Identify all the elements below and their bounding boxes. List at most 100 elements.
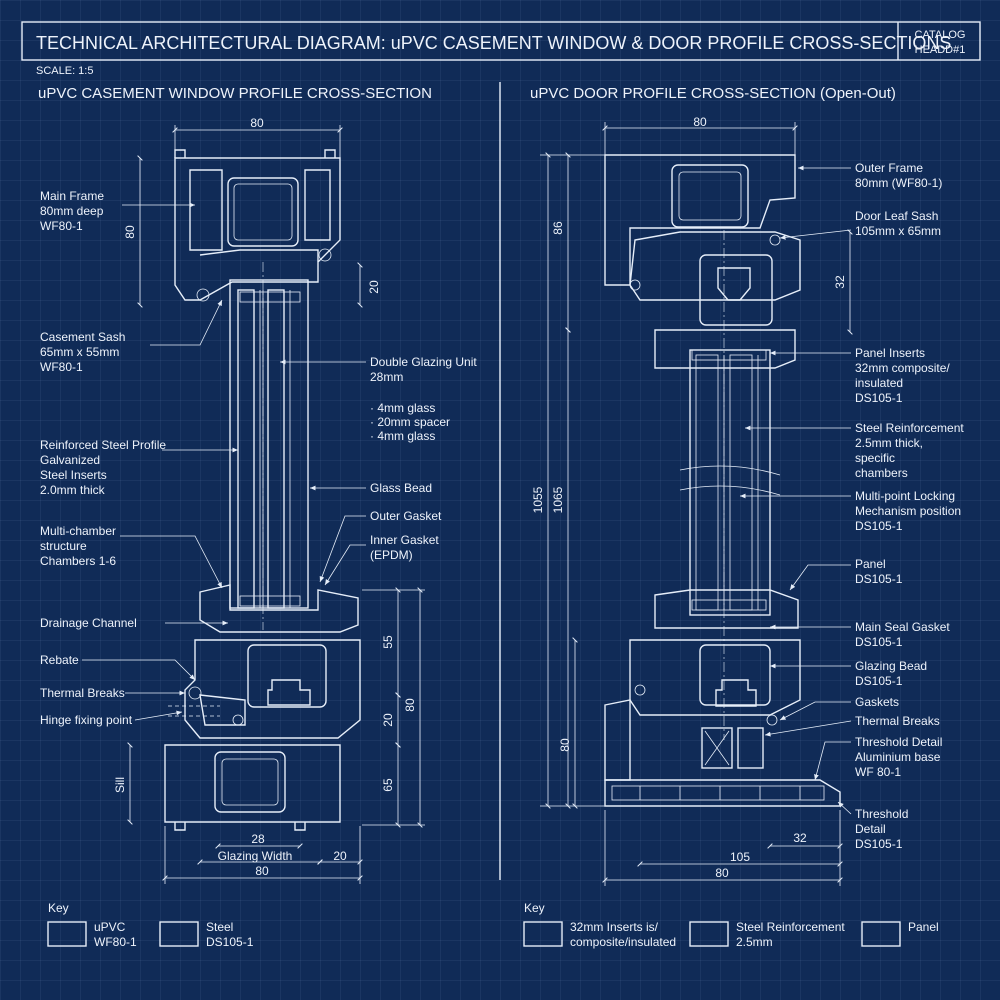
title-frame bbox=[21, 21, 981, 61]
key-steel-reinf-label-1: Steel Reinforcement bbox=[736, 920, 845, 934]
key-panel-label: Panel bbox=[908, 920, 939, 934]
key-right-title: Key bbox=[524, 901, 545, 915]
key-upvc-label-2: WF80-1 bbox=[94, 935, 137, 949]
lbl-panel-2: DS105-1 bbox=[855, 572, 903, 586]
door-dim-105: 105 bbox=[730, 850, 750, 864]
scale-label: SCALE: 1:5 bbox=[36, 65, 93, 77]
door-dim-86: 86 bbox=[551, 221, 565, 235]
lbl-steel-reinf-3: specific bbox=[855, 451, 895, 465]
lbl-main-seal-2: DS105-1 bbox=[855, 635, 903, 649]
lbl-casement-sash-1: Casement Sash bbox=[40, 330, 125, 344]
win-dim-glazing-width: Glazing Width bbox=[218, 849, 293, 863]
lbl-inner-gasket-1: Inner Gasket bbox=[370, 533, 439, 547]
lbl-outer-gasket: Outer Gasket bbox=[370, 509, 442, 523]
win-dim-bottom-width: 80 bbox=[255, 864, 269, 878]
lbl-door-thermal-breaks: Thermal Breaks bbox=[855, 714, 940, 728]
win-dim-sill: Sill bbox=[113, 777, 127, 793]
lbl-steel-profile-4: 2.0mm thick bbox=[40, 483, 106, 497]
window-dimensions: 80 80 20 55 20 65 80 Sill 28 Glazing Wid… bbox=[113, 116, 425, 884]
key-left: Key uPVC WF80-1 Steel DS105-1 bbox=[47, 901, 254, 949]
lbl-main-frame-1: Main Frame bbox=[40, 189, 104, 203]
win-dim-frame-h: 80 bbox=[123, 225, 137, 239]
key-inserts-label-1: 32mm Inserts is/ bbox=[570, 920, 659, 934]
lbl-gaskets: Gaskets bbox=[855, 695, 899, 709]
door-labels: Outer Frame 80mm (WF80-1) Door Leaf Sash… bbox=[740, 161, 964, 851]
lbl-main-frame-2: 80mm deep bbox=[40, 204, 104, 218]
window-labels-left: Main Frame 80mm deep WF80-1 Casement Sas… bbox=[40, 189, 238, 727]
lbl-panel-1: Panel bbox=[855, 557, 886, 571]
door-profile bbox=[604, 154, 841, 807]
lbl-glazing-bead-2: DS105-1 bbox=[855, 674, 903, 688]
lbl-threshold-2: Detail bbox=[855, 822, 886, 836]
lbl-panel-inserts-2: 32mm composite/ bbox=[855, 361, 950, 375]
title-block: TECHNICAL ARCHITECTURAL DIAGRAM: uPVC CA… bbox=[21, 21, 981, 77]
lbl-steel-reinf-2: 2.5mm thick, bbox=[855, 436, 923, 450]
lbl-inner-gasket-2: (EPDM) bbox=[370, 548, 413, 562]
lbl-locking-1: Multi-point Locking bbox=[855, 489, 955, 503]
catalog-label: CATALOG bbox=[915, 29, 966, 41]
key-inserts-label-2: composite/insulated bbox=[570, 935, 676, 949]
window-heading: uPVC CASEMENT WINDOW PROFILE CROSS-SECTI… bbox=[38, 85, 432, 102]
win-dim-65: 65 bbox=[381, 778, 395, 792]
win-dim-top-width: 80 bbox=[250, 116, 264, 130]
win-dim-20b: 20 bbox=[333, 849, 347, 863]
key-steel-reinf-label-2: 2.5mm bbox=[736, 935, 773, 949]
lbl-outer-frame-2: 80mm (WF80-1) bbox=[855, 176, 942, 190]
lbl-multichamber-2: structure bbox=[40, 539, 87, 553]
key-upvc-swatch bbox=[47, 921, 87, 947]
lbl-multichamber-1: Multi-chamber bbox=[40, 524, 116, 538]
lbl-steel-profile-2: Galvanized bbox=[40, 453, 100, 467]
key-steel-swatch bbox=[159, 921, 199, 947]
page-title: TECHNICAL ARCHITECTURAL DIAGRAM: uPVC CA… bbox=[36, 33, 951, 53]
lbl-casement-sash-3: WF80-1 bbox=[40, 360, 83, 374]
catalog-number: HEADD#1 bbox=[915, 44, 966, 56]
lbl-steel-reinf-4: chambers bbox=[855, 466, 908, 480]
lbl-main-seal-1: Main Seal Gasket bbox=[855, 620, 950, 634]
lbl-thermal-breaks: Thermal Breaks bbox=[40, 686, 125, 700]
win-dim-rebate: 20 bbox=[367, 280, 381, 294]
door-dim-1055: 1055 bbox=[531, 486, 545, 513]
lbl-rebate: Rebate bbox=[40, 653, 79, 667]
lbl-outer-frame-1: Outer Frame bbox=[855, 161, 923, 175]
door-dimensions: 80 86 32 1055 1065 80 32 105 80 bbox=[531, 115, 853, 886]
lbl-door-leaf-1: Door Leaf Sash bbox=[855, 209, 938, 223]
win-dim-28: 28 bbox=[251, 832, 265, 846]
lbl-multichamber-3: Chambers 1-6 bbox=[40, 554, 116, 568]
key-inserts-swatch bbox=[523, 921, 563, 947]
lbl-steel-profile-1: Reinforced Steel Profile bbox=[40, 438, 166, 452]
lbl-main-frame-3: WF80-1 bbox=[40, 219, 83, 233]
lbl-door-leaf-2: 105mm x 65mm bbox=[855, 224, 941, 238]
door-dim-bottom-width: 80 bbox=[715, 866, 729, 880]
lbl-dgu-2: 28mm bbox=[370, 370, 403, 384]
key-panel-swatch bbox=[861, 921, 901, 947]
win-dim-55: 55 bbox=[381, 635, 395, 649]
window-profile bbox=[164, 149, 361, 831]
win-dim-80-right: 80 bbox=[403, 698, 417, 712]
lbl-panel-inserts-3: insulated bbox=[855, 376, 903, 390]
lbl-threshold-detail-3: WF 80-1 bbox=[855, 765, 901, 779]
key-steel-label-1: Steel bbox=[206, 920, 233, 934]
lbl-drainage-channel: Drainage Channel bbox=[40, 616, 137, 630]
lbl-glass-bead: Glass Bead bbox=[370, 481, 432, 495]
lbl-locking-3: DS105-1 bbox=[855, 519, 903, 533]
lbl-threshold-detail-2: Aluminium base bbox=[855, 750, 941, 764]
key-right: Key 32mm Inserts is/ composite/insulated… bbox=[523, 901, 939, 949]
lbl-glazing-bead-1: Glazing Bead bbox=[855, 659, 927, 673]
key-upvc-label-1: uPVC bbox=[94, 920, 126, 934]
lbl-dgu-1: Double Glazing Unit bbox=[370, 355, 477, 369]
lbl-steel-reinf-1: Steel Reinforcement bbox=[855, 421, 964, 435]
lbl-threshold-1: Threshold bbox=[855, 807, 908, 821]
key-left-title: Key bbox=[48, 901, 69, 915]
door-dim-top-width: 80 bbox=[693, 115, 707, 129]
door-dim-1065: 1065 bbox=[551, 486, 565, 513]
door-dim-32: 32 bbox=[833, 275, 847, 289]
lbl-dgu-spec-2: · 20mm spacer bbox=[370, 415, 450, 429]
window-labels-right: Double Glazing Unit 28mm · 4mm glass · 2… bbox=[280, 355, 477, 586]
lbl-panel-inserts-4: DS105-1 bbox=[855, 391, 903, 405]
lbl-hinge-fixing: Hinge fixing point bbox=[40, 713, 133, 727]
win-dim-20: 20 bbox=[381, 713, 395, 727]
lbl-dgu-spec-1: · 4mm glass bbox=[370, 401, 435, 415]
door-heading: uPVC DOOR PROFILE CROSS-SECTION (Open-Ou… bbox=[530, 85, 896, 102]
